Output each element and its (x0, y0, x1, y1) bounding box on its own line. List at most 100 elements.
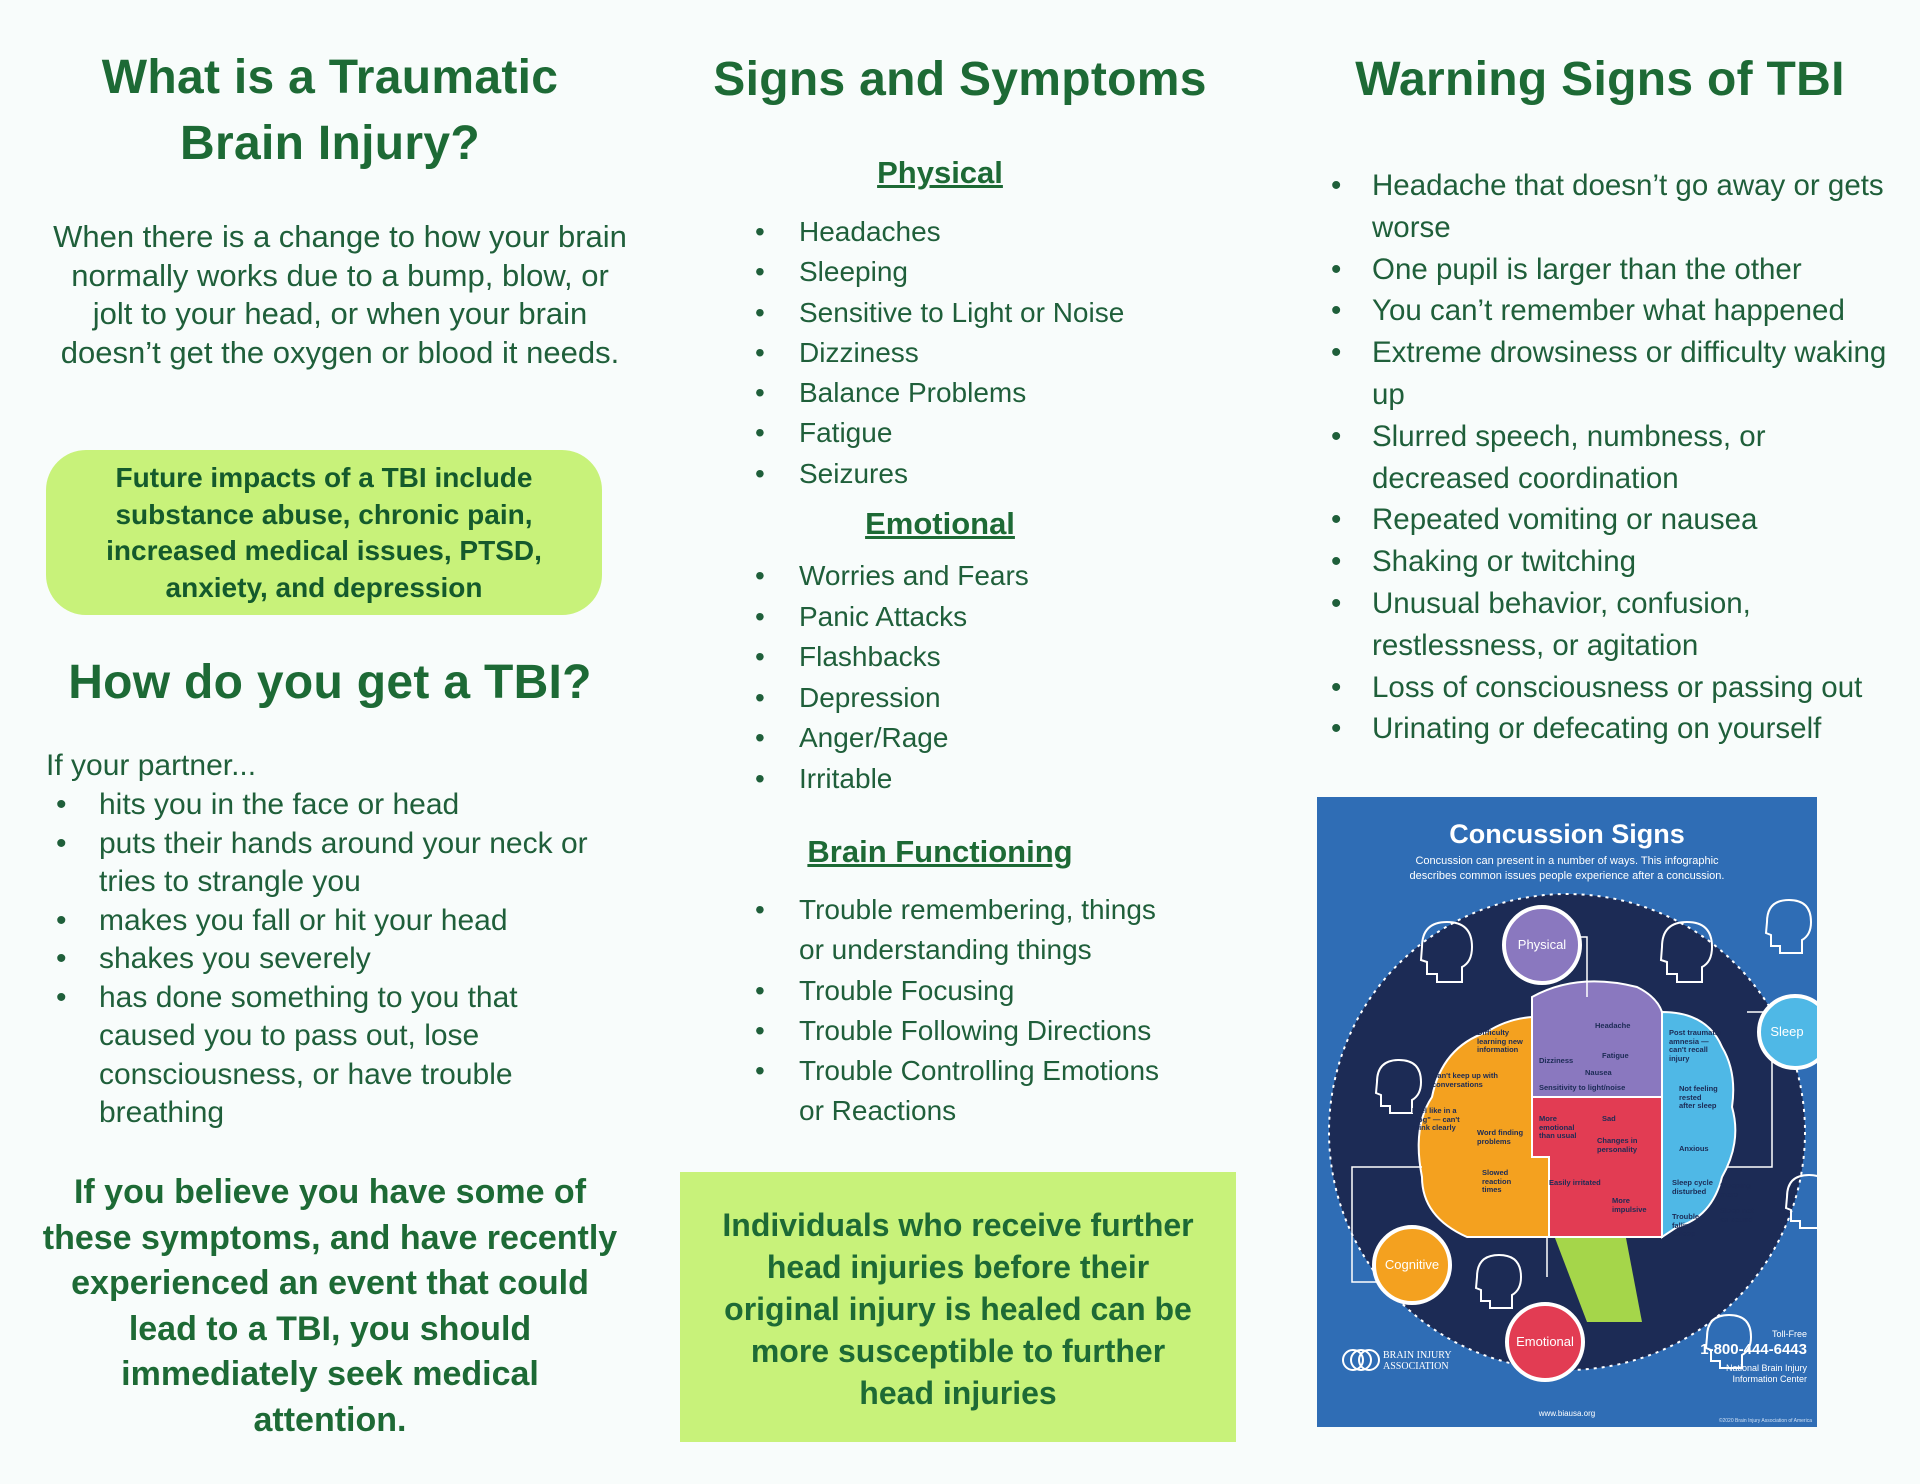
infographic-subtitle-line1: Concussion can present in a number of wa… (1415, 855, 1719, 867)
list-item: Extreme drowsiness or difficulty waking … (1327, 332, 1907, 416)
brain-item-text: Trouble Controlling Emotions or Reaction… (799, 1055, 1160, 1127)
sleep-circle (1757, 994, 1817, 1070)
warning-item-text: Unusual behavior, confusion, restlessnes… (1372, 586, 1751, 662)
list-item: Trouble remembering, things or understan… (755, 890, 1175, 971)
list-item: Trouble Following Directions (755, 1011, 1175, 1052)
infographic-subtitle-line2: describes common issues people experienc… (1409, 870, 1725, 882)
warning-item-text: Urinating or defecating on yourself (1372, 712, 1822, 746)
cell-anxious: Anxious (1679, 1144, 1709, 1153)
emotional-circle (1505, 1302, 1585, 1382)
list-item: Panic Attacks (755, 597, 1235, 638)
physical-item-text: Dizziness (799, 336, 919, 368)
physical-item-text: Sensitive to Light or Noise (799, 296, 1125, 328)
physical-item-text: Balance Problems (799, 377, 1027, 409)
website: www.biausa.org (1538, 1409, 1596, 1418)
how-item-text: hits you in the face or head (99, 788, 460, 821)
cell-sleeping-more: Sleeping more (1720, 1181, 1752, 1199)
warning-title: Warning Signs of TBI (1355, 53, 1845, 106)
physical-item-text: Seizures (799, 457, 908, 489)
future-impacts-callout: Future impacts of a TBI include substanc… (46, 450, 602, 615)
brain-functioning-list: Trouble remembering, things or understan… (755, 890, 1175, 1132)
partner-lead: If your partner... (46, 749, 257, 782)
how-item-text: puts their hands around your neck or tri… (99, 826, 588, 899)
warning-item-text: One pupil is larger than the other (1372, 252, 1802, 286)
bia-logo-text: BRAIN INJURY ASSOCIATION (1383, 1350, 1452, 1372)
cell-sensitivity: Sensitivity to light/noise (1539, 1083, 1626, 1092)
list-item: Trouble Focusing (755, 971, 1175, 1012)
warning-item-text: Headache that doesn’t go away or gets wo… (1372, 169, 1884, 244)
list-item: makes you fall or hit your head (46, 902, 616, 941)
bia-logo-icon (1342, 1349, 1380, 1371)
cell-irritated: Easily irritated (1549, 1178, 1601, 1187)
cell-trouble-falling: Trouble falling asleep (1672, 1212, 1700, 1238)
list-item: Repeated vomiting or nausea (1327, 499, 1907, 541)
cell-sad: Sad (1602, 1114, 1616, 1123)
sleep-region (1661, 1010, 1737, 1239)
info-center-line1: National Brain Injury (1725, 1363, 1807, 1373)
signs-title: Signs and Symptoms (713, 53, 1207, 106)
tbi-title: What is a Traumatic Brain Injury? (40, 45, 620, 177)
cell-dizziness: Dizziness (1539, 1056, 1574, 1065)
copyright: ©2020 Brain Injury Association of Americ… (1718, 1418, 1812, 1424)
brain-item-text: Trouble remembering, things or understan… (799, 894, 1156, 966)
list-item: Slurred speech, numbness, or decreased c… (1327, 416, 1907, 500)
cell-headache: Headache (1595, 1021, 1631, 1030)
cell-sleep-not-sound: Sleep not as sound (1720, 1206, 1754, 1224)
list-item: One pupil is larger than the other (1327, 249, 1907, 291)
label-sleep: Sleep (1770, 1024, 1804, 1039)
concussion-infographic: Concussion Signs Concussion can present … (1317, 797, 1817, 1427)
cell-keep-up: Can't keep up with conversations (1432, 1071, 1498, 1089)
logo-line1: BRAIN INJURY (1383, 1350, 1452, 1361)
list-item: Dizziness (755, 333, 1235, 374)
warning-list: Headache that doesn’t go away or gets wo… (1327, 165, 1907, 750)
list-item: Flashbacks (755, 637, 1235, 678)
emotional-item-text: Worries and Fears (799, 560, 1029, 591)
emotional-item-text: Anger/Rage (799, 722, 949, 753)
info-center-line2: Information Center (1732, 1374, 1807, 1384)
list-item: Urinating or defecating on yourself (1327, 708, 1907, 750)
emotional-item-text: Depression (799, 681, 941, 713)
how-item-text: makes you fall or hit your head (99, 903, 508, 937)
tbi-definition: When there is a change to how your brain… (53, 219, 627, 370)
list-item: Seizures (755, 454, 1235, 495)
cognitive-circle (1372, 1225, 1452, 1305)
list-item: Headaches (755, 212, 1235, 253)
list-item: Fatigue (755, 413, 1235, 454)
warning-item-text: Shaking or twitching (1372, 545, 1637, 579)
physical-item-text: Fatigue (799, 417, 893, 449)
list-item: Sleeping (755, 252, 1235, 293)
list-item: Depression (755, 678, 1235, 719)
cell-word-finding: Word finding problems (1477, 1128, 1524, 1146)
cell-nausea: Nausea (1585, 1068, 1612, 1077)
warning-item-text: Extreme drowsiness or difficulty waking … (1372, 336, 1887, 411)
tbi-title-line1: What is a Traumatic (101, 51, 559, 104)
how-item-text: has done something to you that caused yo… (99, 980, 518, 1130)
cell-fatigue: Fatigue (1602, 1051, 1629, 1060)
list-item: Shaking or twitching (1327, 541, 1907, 583)
brain-item-text: Trouble Following Directions (799, 1014, 1152, 1046)
how-list: hits you in the face or head puts their … (46, 786, 616, 1133)
physical-region (1531, 980, 1663, 1098)
emotional-item-text: Irritable (799, 762, 893, 794)
brain-functioning-heading: Brain Functioning (807, 834, 1073, 869)
physical-circle (1502, 905, 1582, 985)
emotional-heading: Emotional (865, 506, 1015, 541)
logo-line2: ASSOCIATION (1383, 1361, 1449, 1372)
cell-fog: Feel like in a "fog" — can't think clear… (1412, 1106, 1460, 1132)
brain-item-text: Trouble Focusing (799, 974, 1015, 1006)
seek-attention-callout: If you believe you have some of these sy… (42, 1173, 618, 1439)
physical-item-text: Headaches (799, 216, 941, 247)
how-title: How do you get a TBI? (68, 656, 592, 709)
physical-heading: Physical (877, 155, 1003, 190)
list-item: hits you in the face or head (46, 786, 616, 825)
cell-personality: Changes in personality (1597, 1136, 1638, 1154)
emotional-item-text: Panic Attacks (799, 600, 968, 632)
phone-number: 1-800-444-6443 (1700, 1341, 1807, 1358)
emotional-item-text: Flashbacks (799, 641, 941, 672)
tbi-title-line2: Brain Injury? (180, 117, 480, 170)
how-item-text: shakes you severely (99, 942, 371, 975)
list-item: has done something to you that caused yo… (46, 979, 616, 1133)
emotional-list: Worries and Fears Panic Attacks Flashbac… (755, 556, 1235, 799)
list-item: shakes you severely (46, 940, 616, 979)
further-injury-callout: Individuals who receive further head inj… (680, 1172, 1236, 1442)
